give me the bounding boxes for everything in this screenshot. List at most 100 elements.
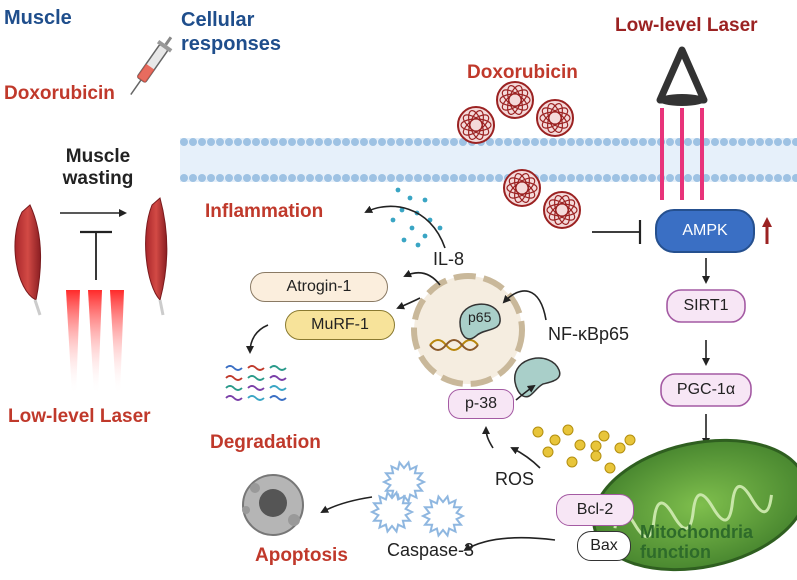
membrane-head — [585, 174, 593, 182]
membrane-head — [666, 138, 674, 146]
membrane-head — [423, 138, 431, 146]
membrane-head — [279, 138, 287, 146]
membrane-head — [729, 138, 737, 146]
membrane-head — [459, 174, 467, 182]
membrane-head — [486, 138, 494, 146]
membrane-head — [621, 174, 629, 182]
membrane-head — [468, 174, 476, 182]
membrane-head — [405, 174, 413, 182]
membrane-head — [333, 138, 341, 146]
membrane-head — [189, 174, 197, 182]
doxorubicin-particles — [457, 81, 581, 229]
membrane-head — [270, 138, 278, 146]
il8-label: IL-8 — [433, 249, 465, 269]
membrane-head — [693, 138, 701, 146]
ampk-inhibition — [592, 220, 642, 244]
membrane-head — [243, 138, 251, 146]
ros-dot — [532, 426, 544, 438]
cytokine-dot — [407, 195, 413, 201]
membrane-head — [378, 138, 386, 146]
cytokine-dot — [437, 225, 443, 231]
membrane-head — [342, 174, 350, 182]
membrane-head — [513, 138, 521, 146]
cytokine-dot — [415, 242, 421, 248]
membrane-head — [198, 138, 206, 146]
sirt1-node — [666, 289, 746, 323]
doxorubicin-particle — [457, 106, 495, 144]
membrane-head — [639, 174, 647, 182]
membrane-head — [639, 138, 647, 146]
membrane-head — [306, 174, 314, 182]
membrane-head — [324, 138, 332, 146]
membrane-head — [216, 174, 224, 182]
membrane-head — [396, 138, 404, 146]
cytokine-dot — [422, 197, 428, 203]
membrane-head — [252, 138, 260, 146]
membrane-head — [720, 174, 728, 182]
caspase-cells-icon — [369, 460, 466, 538]
membrane-head — [441, 138, 449, 146]
sirt1-label: SIRT1 — [683, 297, 729, 314]
protein-fragment — [225, 375, 243, 381]
apoptotic-cell-icon — [242, 474, 304, 536]
murf-node: MuRF-1 — [285, 310, 395, 340]
membrane-head — [360, 138, 368, 146]
ros-dot — [624, 434, 636, 446]
membrane-head — [693, 174, 701, 182]
membrane-head — [558, 174, 566, 182]
muscle-wasting-line1: Muscle — [65, 146, 131, 167]
membrane-head — [360, 174, 368, 182]
pgc-label: PGC-1α — [676, 381, 736, 398]
membrane-head — [558, 138, 566, 146]
nfkb-protein-icon — [514, 357, 561, 398]
mitochondria-function-label: Mitochondria function — [640, 522, 753, 563]
doxorubicin-right-label: Doxorubicin — [467, 62, 578, 83]
degradation-label: Degradation — [210, 432, 321, 453]
ros-dot — [562, 424, 574, 436]
membrane-head — [567, 174, 575, 182]
membrane-head — [747, 138, 755, 146]
membrane-head — [297, 174, 305, 182]
membrane-head — [495, 174, 503, 182]
membrane-head — [792, 138, 797, 146]
membrane-head — [189, 138, 197, 146]
membrane-head — [243, 174, 251, 182]
muscle-wasting-line2: wasting — [62, 167, 134, 189]
membrane-head — [756, 174, 764, 182]
membrane-head — [711, 138, 719, 146]
ros-dot — [590, 450, 602, 462]
membrane-head — [387, 174, 395, 182]
membrane-head — [261, 174, 269, 182]
protein-fragment — [269, 375, 287, 381]
membrane-head — [234, 138, 242, 146]
protein-fragment — [247, 395, 265, 401]
membrane-head — [765, 174, 773, 182]
doxorubicin-particle — [543, 191, 581, 229]
membrane-head — [387, 138, 395, 146]
membrane-head — [774, 174, 782, 182]
protein-fragment — [269, 385, 287, 391]
membrane-head — [270, 174, 278, 182]
membrane-head — [261, 138, 269, 146]
membrane-head — [684, 138, 692, 146]
syringe-icon — [130, 36, 173, 96]
membrane-head — [621, 138, 629, 146]
membrane-head — [522, 138, 530, 146]
atrogin-node: Atrogin-1 — [250, 272, 388, 302]
membrane-head — [234, 174, 242, 182]
spiky-cell — [381, 460, 427, 504]
membrane-head — [207, 174, 215, 182]
membrane-head — [288, 174, 296, 182]
membrane-head — [549, 138, 557, 146]
membrane-head — [504, 138, 512, 146]
doxorubicin-particle — [496, 81, 534, 119]
membrane-head — [450, 138, 458, 146]
membrane-head — [495, 138, 503, 146]
membrane-head — [630, 138, 638, 146]
cytokine-particles — [390, 187, 443, 248]
membrane-head — [594, 174, 602, 182]
protein-fragment — [247, 375, 265, 381]
membrane-head — [711, 174, 719, 182]
membrane-head — [351, 174, 359, 182]
pathway-arrows — [246, 205, 556, 552]
